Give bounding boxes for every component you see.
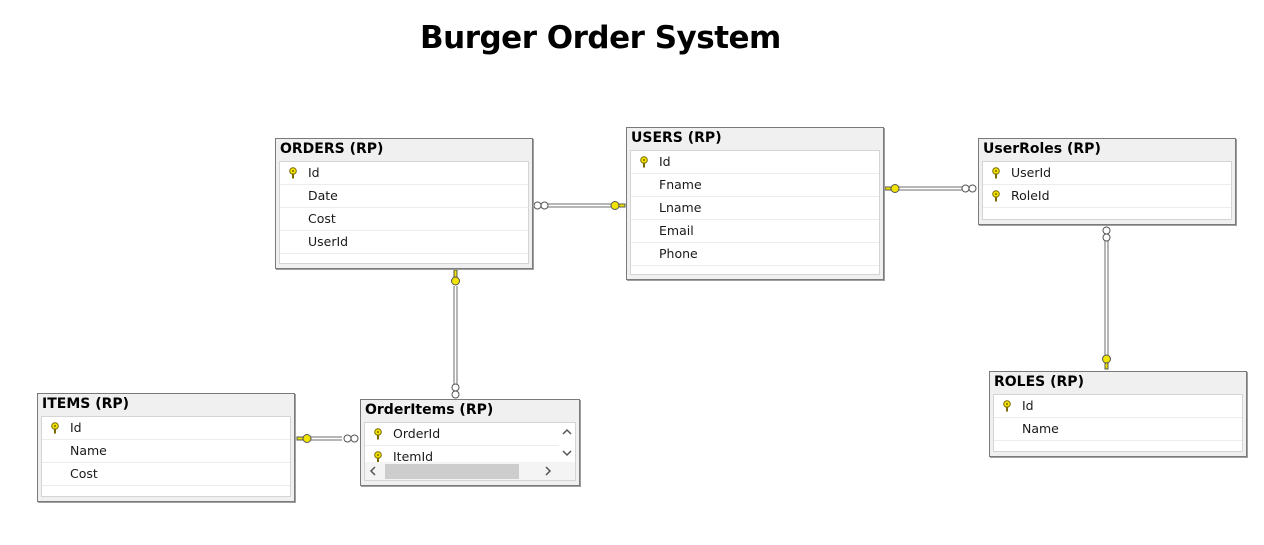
column-name: Cost bbox=[70, 466, 98, 481]
table-title: ROLES (RP) bbox=[994, 374, 1084, 390]
key-icon bbox=[51, 422, 59, 434]
userroles-roles-link[interactable] bbox=[1104, 240, 1109, 356]
column-list: Id Name Cost bbox=[41, 416, 291, 497]
column-row[interactable]: Email bbox=[631, 220, 879, 243]
column-row[interactable]: UserId bbox=[983, 162, 1231, 185]
table-title: UserRoles (RP) bbox=[983, 141, 1101, 157]
key-icon bbox=[374, 451, 382, 463]
orders-users-link[interactable] bbox=[548, 203, 612, 208]
column-name: Fname bbox=[659, 177, 702, 192]
column-name: OrderId bbox=[393, 426, 441, 441]
page-title: Burger Order System bbox=[420, 20, 781, 56]
column-row[interactable]: Date bbox=[280, 185, 528, 208]
column-name: Id bbox=[308, 165, 320, 180]
column-name: Name bbox=[1022, 421, 1059, 436]
scrollbar-thumb[interactable] bbox=[385, 464, 519, 479]
chevron-up-icon[interactable] bbox=[562, 428, 572, 435]
column-row[interactable]: Fname bbox=[631, 174, 879, 197]
key-icon bbox=[289, 167, 297, 179]
column-row[interactable]: Id bbox=[42, 417, 290, 440]
chevron-right-icon[interactable] bbox=[545, 466, 552, 476]
column-row[interactable]: OrderId bbox=[365, 423, 575, 446]
column-name: UserId bbox=[1011, 165, 1052, 180]
items-orderitems-link[interactable] bbox=[310, 436, 342, 441]
table-users[interactable]: USERS (RP) Id Fname Lname Email Phone bbox=[626, 127, 884, 280]
column-row[interactable]: Id bbox=[631, 151, 879, 174]
table-orders[interactable]: ORDERS (RP) Id Date Cost UserId bbox=[275, 138, 533, 269]
column-name: Name bbox=[70, 443, 107, 458]
table-title: ITEMS (RP) bbox=[42, 396, 130, 412]
table-roles[interactable]: ROLES (RP) Id Name bbox=[989, 371, 1247, 457]
table-userroles[interactable]: UserRoles (RP) UserId RoleId bbox=[978, 138, 1236, 225]
column-row[interactable]: Cost bbox=[280, 208, 528, 231]
column-row[interactable]: Lname bbox=[631, 197, 879, 220]
column-name: Lname bbox=[659, 200, 702, 215]
column-list: UserId RoleId bbox=[982, 161, 1232, 220]
column-list: Id Name bbox=[993, 394, 1243, 452]
column-row[interactable]: RoleId bbox=[983, 185, 1231, 208]
orders-orderitems-link[interactable] bbox=[453, 286, 458, 384]
key-icon bbox=[374, 428, 382, 440]
column-row[interactable]: Cost bbox=[42, 463, 290, 486]
column-name: Date bbox=[308, 188, 338, 203]
column-name: Phone bbox=[659, 246, 698, 261]
vertical-scrollbar[interactable] bbox=[559, 423, 575, 464]
column-row[interactable]: Phone bbox=[631, 243, 879, 266]
key-icon bbox=[992, 190, 1000, 202]
column-name: Id bbox=[1022, 398, 1034, 413]
column-row[interactable]: Id bbox=[994, 395, 1242, 418]
column-list: OrderId ItemId bbox=[364, 422, 576, 481]
column-name: UserId bbox=[308, 234, 349, 249]
column-row[interactable]: Name bbox=[42, 440, 290, 463]
table-orderitems[interactable]: OrderItems (RP) OrderId ItemId bbox=[360, 399, 580, 486]
column-name: Cost bbox=[308, 211, 336, 226]
table-title: USERS (RP) bbox=[631, 130, 722, 146]
column-name: Id bbox=[70, 420, 82, 435]
table-title: OrderItems (RP) bbox=[365, 402, 494, 418]
column-name: Id bbox=[659, 154, 671, 169]
key-icon bbox=[640, 156, 648, 168]
key-icon bbox=[992, 167, 1000, 179]
column-name: RoleId bbox=[1011, 188, 1050, 203]
chevron-down-icon[interactable] bbox=[562, 450, 572, 457]
column-list: Id Date Cost UserId bbox=[279, 161, 529, 264]
column-row[interactable]: Id bbox=[280, 162, 528, 185]
column-name: ItemId bbox=[393, 449, 434, 464]
table-items[interactable]: ITEMS (RP) Id Name Cost bbox=[37, 393, 295, 502]
key-icon bbox=[1003, 400, 1011, 412]
users-userroles-link[interactable] bbox=[898, 186, 962, 191]
column-list: Id Fname Lname Email Phone bbox=[630, 150, 880, 275]
column-name: Email bbox=[659, 223, 694, 238]
chevron-left-icon[interactable] bbox=[369, 466, 376, 476]
horizontal-scrollbar[interactable] bbox=[365, 462, 575, 480]
column-row[interactable]: UserId bbox=[280, 231, 528, 254]
column-row[interactable]: Name bbox=[994, 418, 1242, 441]
table-title: ORDERS (RP) bbox=[280, 141, 384, 157]
